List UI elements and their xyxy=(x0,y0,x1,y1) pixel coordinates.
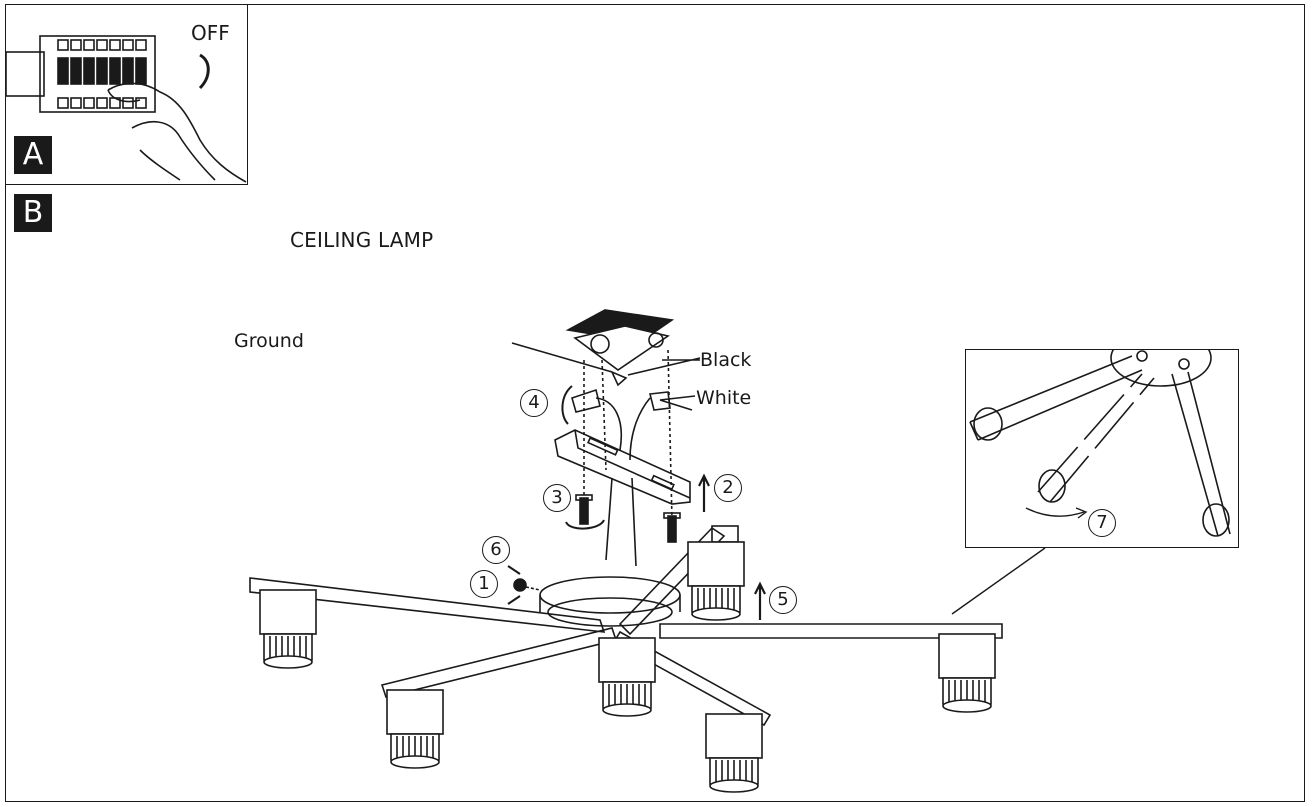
breaker-terminal xyxy=(109,39,121,51)
step-4-callout: 4 xyxy=(520,389,548,417)
breaker-switch xyxy=(70,57,82,85)
up-arrow-icon xyxy=(754,581,766,620)
breaker-switch xyxy=(83,57,95,85)
breaker-panel-icon xyxy=(5,35,156,113)
panel-a xyxy=(5,4,248,185)
step-7-callout: 7 xyxy=(1088,509,1116,537)
lamp-socket xyxy=(687,541,745,621)
ground-label: Ground xyxy=(234,330,304,352)
breaker-terminal xyxy=(135,97,147,109)
inset-illustration xyxy=(969,350,1231,537)
off-label: OFF xyxy=(191,21,230,45)
breaker-terminal xyxy=(122,97,134,109)
breaker-switch xyxy=(96,57,108,85)
step-1-callout: 1 xyxy=(470,570,498,598)
lamp-socket xyxy=(598,637,656,717)
lamp-socket xyxy=(938,633,996,713)
step-5-callout: 5 xyxy=(769,586,797,614)
breaker-terminal xyxy=(135,39,147,51)
breaker-terminal xyxy=(70,39,82,51)
lamp-socket xyxy=(705,713,763,793)
page-frame xyxy=(5,4,1305,802)
breaker-terminal xyxy=(57,97,69,109)
breaker-terminal xyxy=(122,39,134,51)
wire-nut-icon xyxy=(571,388,601,413)
detail-inset: 7 xyxy=(965,349,1239,548)
step-3-callout: 3 xyxy=(543,484,571,512)
step-2-callout: 2 xyxy=(714,474,742,502)
step-badge-a: A xyxy=(14,136,52,174)
breaker-switch xyxy=(109,57,121,85)
lamp-socket xyxy=(259,589,317,669)
rotate-arrow-icon xyxy=(198,53,210,90)
breaker-switch xyxy=(57,57,69,85)
breaker-terminal xyxy=(96,39,108,51)
lamp-socket xyxy=(386,689,444,769)
breaker-terminal xyxy=(83,39,95,51)
product-title: CEILING LAMP xyxy=(290,228,434,252)
hand-icon xyxy=(107,82,247,183)
screw-icon xyxy=(513,578,527,592)
step-6-callout: 6 xyxy=(482,536,510,564)
breaker-terminal xyxy=(83,97,95,109)
screw-icon xyxy=(663,512,681,543)
breaker-terminal xyxy=(57,39,69,51)
step-badge-b: B xyxy=(14,194,52,232)
breaker-terminal xyxy=(70,97,82,109)
screw-icon xyxy=(575,494,593,525)
breaker-terminal xyxy=(96,97,108,109)
white-label: White xyxy=(696,387,752,409)
up-arrow-icon xyxy=(698,473,710,512)
black-label: Black xyxy=(700,349,752,371)
ceiling-box xyxy=(565,309,675,371)
